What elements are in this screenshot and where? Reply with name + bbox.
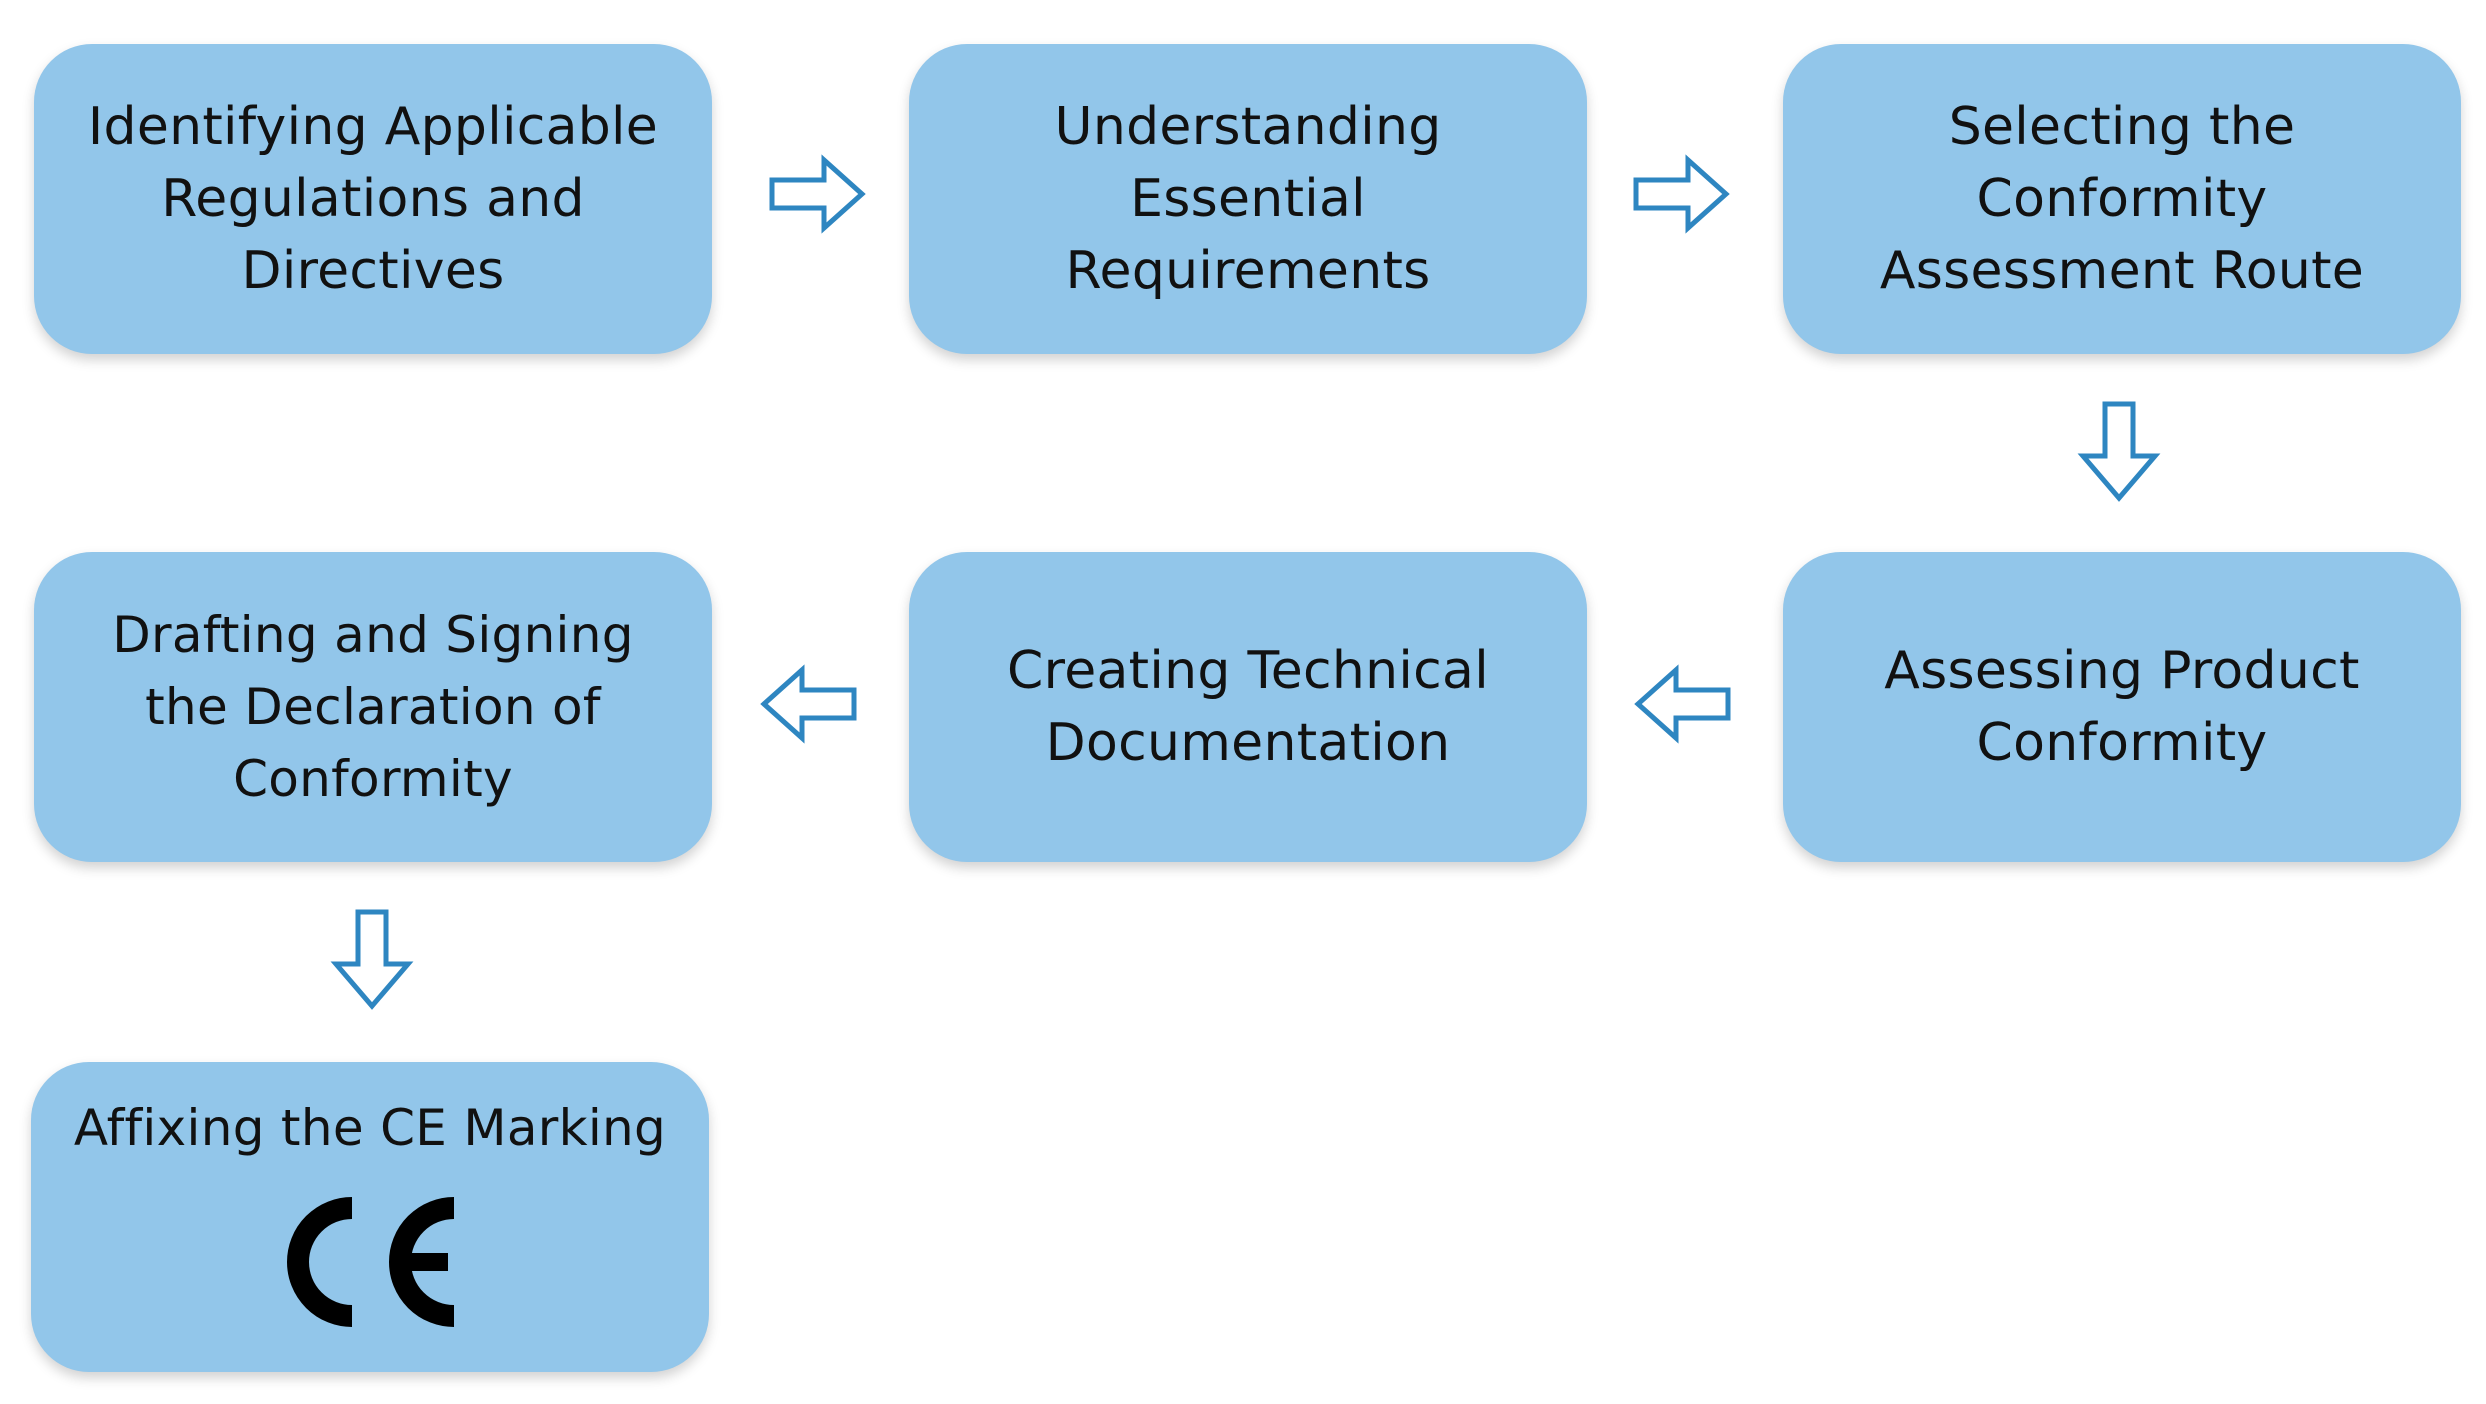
step-label: Understanding Essential Requirements — [1054, 97, 1442, 301]
step-label: Creating Technical Documentation — [1007, 641, 1489, 773]
step-understanding-requirements: Understanding Essential Requirements — [909, 44, 1587, 354]
step-label: Selecting the Conformity Assessment Rout… — [1879, 97, 2365, 301]
step-label: Affixing the CE Marking — [73, 1099, 667, 1157]
step-declaration-of-conformity: Drafting and Signing the Declaration of … — [34, 552, 712, 862]
step-label: Identifying Applicable Regulations and D… — [87, 97, 659, 301]
arrow-right-icon — [1633, 154, 1730, 234]
arrow-down-icon — [330, 909, 414, 1010]
ce-mark-logo — [287, 1197, 455, 1327]
arrow-down-icon — [2077, 401, 2161, 502]
arrow-right-icon — [769, 154, 866, 234]
step-label: Drafting and Signing the Declaration of … — [112, 606, 634, 808]
step-assessing-conformity: Assessing Product Conformity — [1783, 552, 2461, 862]
arrow-left-icon — [760, 664, 857, 744]
step-identifying-regulations: Identifying Applicable Regulations and D… — [34, 44, 712, 354]
step-label: Assessing Product Conformity — [1884, 641, 2360, 773]
step-selecting-route: Selecting the Conformity Assessment Rout… — [1783, 44, 2461, 354]
step-affixing-ce-marking: Affixing the CE Marking — [31, 1062, 709, 1372]
step-technical-documentation: Creating Technical Documentation — [909, 552, 1587, 862]
arrow-left-icon — [1634, 664, 1731, 744]
